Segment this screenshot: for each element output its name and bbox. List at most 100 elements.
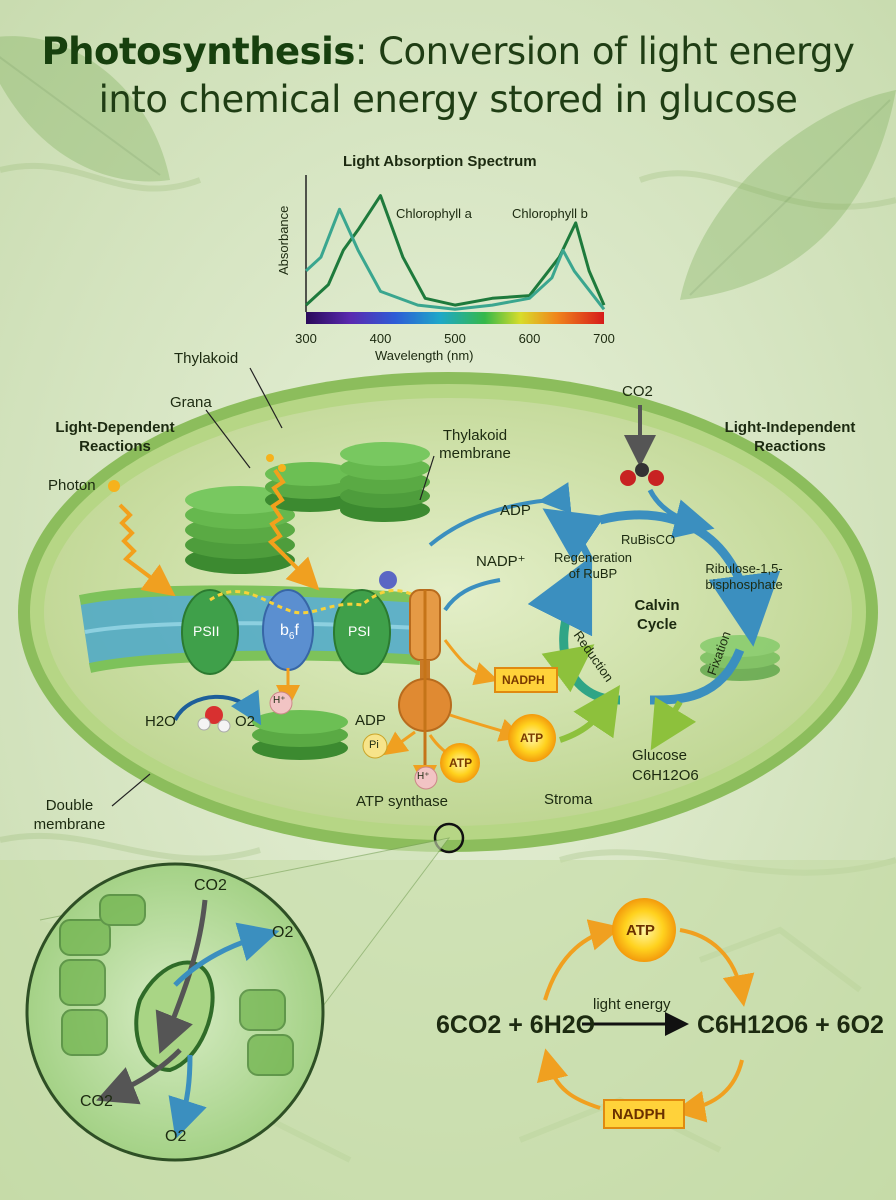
stomata-co2-out-arrow <box>96 1048 182 1105</box>
zoom-callout <box>25 822 465 1162</box>
photon-dot-3 <box>278 464 286 472</box>
o2-label: O2 <box>235 713 256 730</box>
eq-arrow-1 <box>543 919 622 1001</box>
b6f-label: b6f <box>280 622 299 642</box>
stomata-co2-out-label: CO2 <box>80 1093 113 1110</box>
light-dependent-label: Light-Dependent Reactions <box>55 419 175 455</box>
b6f-sub: 6 <box>288 631 295 643</box>
stomata-co2-in-label: CO2 <box>194 877 227 894</box>
double-membrane-leader <box>111 773 151 807</box>
photon-dot <box>108 480 120 492</box>
page-title: Photosynthesis: Conversion of light ener… <box>0 28 896 124</box>
co2-label: CO2 <box>622 383 653 400</box>
electron-path <box>209 589 421 615</box>
title-bold: Photosynthesis <box>41 30 356 73</box>
nadp-return-arrow <box>443 578 501 612</box>
co2-o2 <box>648 470 664 486</box>
hplus-label-bottom: H⁺ <box>417 771 430 782</box>
atp-label-2: ATP <box>520 731 544 745</box>
equation-left: 6CO2 + 6H2O <box>436 1011 596 1039</box>
b6f-b: b <box>280 622 289 639</box>
glucose-label: Glucose <box>632 747 688 764</box>
title-rest: : Conversion of light energy <box>354 30 855 73</box>
stomata-o2-top-label: O2 <box>272 924 294 941</box>
co2-to-cycle <box>647 488 715 539</box>
pi-circle <box>362 733 388 759</box>
water-molecule-h2 <box>217 719 231 733</box>
spectrum-ticks: 300 400 500 600 700 <box>295 331 615 346</box>
spectrum-title: Light Absorption Spectrum <box>343 153 537 170</box>
photon-dot-2 <box>266 454 274 462</box>
light-independent-label: Light-Independent Reactions <box>724 419 856 455</box>
regen-label: Regeneration of RuBP <box>553 550 633 581</box>
granum-stack-1 <box>185 486 295 574</box>
equation-cycle <box>536 898 755 1129</box>
atp-label-1: ATP <box>449 756 473 770</box>
spectrum-xlabel: Wavelength (nm) <box>375 348 474 363</box>
b6f-f: f <box>294 622 299 639</box>
granum-stack-3 <box>340 442 430 522</box>
atp-to-cycle <box>559 685 620 743</box>
stomata-o2-out-arrow <box>168 1054 207 1140</box>
rubisco-label: RuBisCO <box>621 532 676 547</box>
eq-nadph-box <box>603 1099 685 1129</box>
eq-arrow-3 <box>673 1059 744 1123</box>
co2-c <box>635 463 649 477</box>
spectrum-tick-label: 500 <box>444 331 466 346</box>
eq-arrow-2 <box>679 928 755 1007</box>
nadph-label-chloroplast: NADPH <box>502 673 545 687</box>
thylakoid-leader <box>249 367 283 429</box>
nadph-box-chloroplast <box>494 667 558 693</box>
spectrum-tick-label: 600 <box>519 331 541 346</box>
membrane-leader <box>419 455 435 501</box>
psi-label: PSI <box>348 623 371 639</box>
atp-synthase <box>398 589 452 789</box>
spectrum-tick-label: 400 <box>370 331 392 346</box>
spectrum-line-chlorophyll-a <box>304 194 606 307</box>
glucose-arrow <box>650 696 697 751</box>
leader-lines <box>111 367 435 807</box>
psii-complex <box>181 589 239 675</box>
calvin-label: Calvin Cycle <box>634 597 680 633</box>
psi-complex <box>333 589 391 675</box>
granum-stack-5 <box>252 710 348 760</box>
nadph-arrow <box>443 639 499 686</box>
spectrum-ylabel: Absorbance <box>276 205 291 275</box>
chloroplast <box>18 372 878 852</box>
spectrum-tick-label: 700 <box>593 331 615 346</box>
spectrum-chart: 300 400 500 600 700 <box>295 175 615 346</box>
adp-label-top: ADP <box>500 502 531 519</box>
eq-atp-star <box>612 898 676 962</box>
granum-stack-2 <box>265 462 355 512</box>
spectrum-tick-label: 300 <box>295 331 317 346</box>
grana-label: Grana <box>170 394 212 411</box>
hplus-label: H⁺ <box>273 695 286 706</box>
spectrum-series <box>304 194 606 311</box>
glucose-formula-label: C6H12O6 <box>632 767 699 784</box>
equation-arrow-label: light energy <box>593 996 671 1013</box>
stomata-o2-top-arrow <box>173 922 280 987</box>
equation-atp-label: ATP <box>626 922 655 939</box>
title-line2: into chemical energy stored in glucose <box>98 78 798 121</box>
spectrum-bar <box>306 312 604 324</box>
atp-star-2 <box>508 714 556 762</box>
zoom-target <box>433 822 465 854</box>
fd-protein <box>379 571 397 589</box>
leaf-decor-left <box>0 36 170 182</box>
water-split-arrow <box>173 689 262 726</box>
atp-synthase-label: ATP synthase <box>356 793 448 810</box>
leaf-decor-right <box>680 90 896 300</box>
co2-o1 <box>620 470 636 486</box>
adp-arrow <box>382 730 416 756</box>
regen-arc <box>542 508 605 563</box>
photon-label: Photon <box>48 477 96 494</box>
water-molecule-h1 <box>197 717 211 731</box>
series-a-label: Chlorophyll a <box>396 206 472 221</box>
atp-star-1 <box>440 743 480 783</box>
adp-label: ADP <box>355 712 386 729</box>
stroma-label: Stroma <box>544 791 593 808</box>
thylakoid-membrane-label: Thylakoid membrane <box>439 427 511 462</box>
photon-arrows <box>118 468 320 597</box>
equation-nadph-label: NADPH <box>612 1106 666 1123</box>
